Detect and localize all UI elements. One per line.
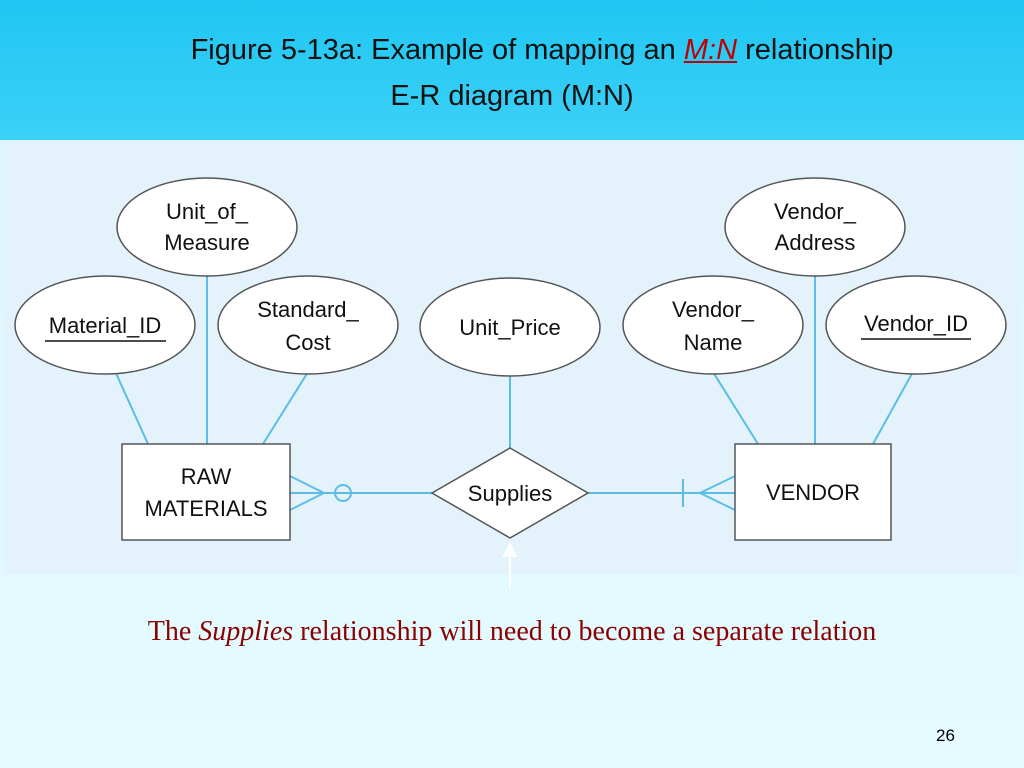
crows-foot-one-many-vendor bbox=[682, 475, 736, 511]
attr-standard-cost-label-1: Standard_ bbox=[257, 297, 359, 322]
attr-unit-of-measure bbox=[116, 177, 298, 277]
pointer-arrow bbox=[502, 541, 518, 588]
explanation-note: The Supplies relationship will need to b… bbox=[0, 616, 1024, 648]
attr-vendor-name-label-2: Name bbox=[684, 330, 743, 355]
attr-unit-of-measure-label-1: Unit_of_ bbox=[166, 199, 249, 224]
attr-unit-of-measure-label-2: Measure bbox=[164, 230, 250, 255]
attr-unit-price bbox=[419, 277, 601, 377]
attr-vendor-id-label: Vendor_ID bbox=[864, 311, 968, 336]
entity-vendor-label: VENDOR bbox=[766, 480, 860, 505]
relationship-supplies-label: Supplies bbox=[468, 481, 552, 506]
attr-unit-price-label: Unit_Price bbox=[459, 315, 560, 340]
title-prefix: Figure 5-13a: Example of mapping an bbox=[190, 34, 684, 66]
note-suffix: relationship will need to become a separ… bbox=[293, 616, 877, 647]
slide-subtitle: E-R diagram (M:N) bbox=[390, 80, 634, 112]
attr-vendor-name bbox=[622, 275, 804, 375]
attr-vendor-name-label-1: Vendor_ bbox=[672, 297, 755, 322]
note-emphasis: Supplies bbox=[198, 616, 294, 647]
attr-vendor-id bbox=[825, 275, 1007, 375]
attr-vendor-address-label-1: Vendor_ bbox=[774, 199, 857, 224]
er-diagram: RAW MATERIALS VENDOR Supplies Unit_of_ M… bbox=[14, 177, 1007, 588]
entity-vendor bbox=[734, 443, 892, 541]
relationship-supplies bbox=[430, 447, 590, 539]
attr-vendor-address-label-2: Address bbox=[775, 230, 856, 255]
entity-raw-materials bbox=[121, 443, 291, 541]
attr-material-id-label: Material_ID bbox=[49, 313, 161, 338]
entity-raw-materials-label-2: MATERIALS bbox=[144, 496, 267, 521]
page-number: 26 bbox=[936, 726, 955, 745]
note-prefix: The bbox=[147, 616, 199, 647]
connector-vendor-id bbox=[872, 369, 915, 445]
attr-standard-cost bbox=[217, 275, 399, 375]
entity-raw-materials-label-1: RAW bbox=[181, 464, 232, 489]
title-banner bbox=[0, 0, 1024, 140]
attr-standard-cost-label-2: Cost bbox=[285, 330, 330, 355]
crows-foot-zero-many-raw bbox=[289, 475, 352, 511]
attr-material-id bbox=[14, 275, 196, 375]
title-suffix: relationship bbox=[737, 34, 894, 66]
title-mn-emphasis: M:N bbox=[683, 34, 738, 66]
connector-standard-cost bbox=[262, 371, 309, 445]
connector-vendor-name bbox=[712, 371, 759, 445]
attr-vendor-address bbox=[724, 177, 906, 277]
slide-title: Figure 5-13a: Example of mapping an M:N … bbox=[30, 34, 1024, 67]
